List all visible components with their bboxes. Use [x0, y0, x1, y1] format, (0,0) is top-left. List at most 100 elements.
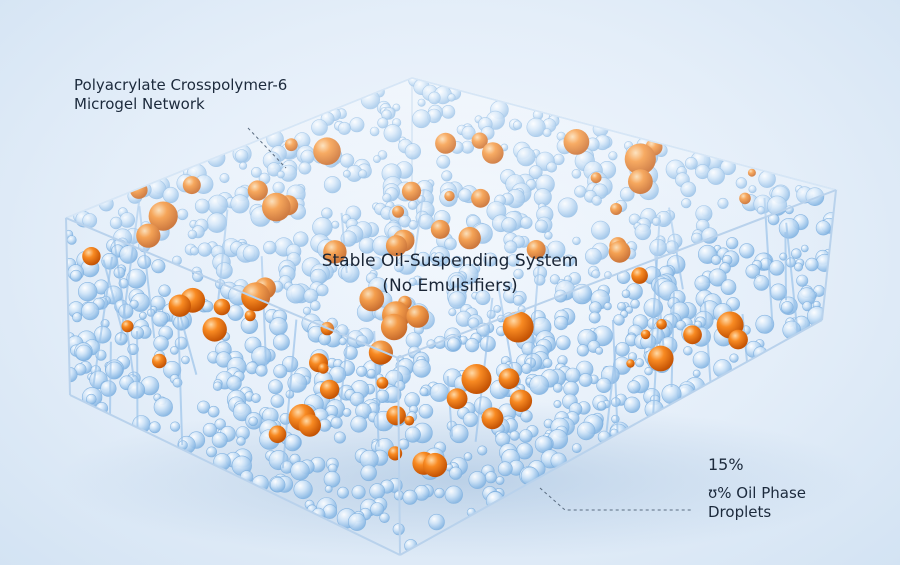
microgel-bead: [429, 383, 449, 402]
microgel-bead: [552, 382, 563, 393]
oil-droplet: [386, 405, 406, 426]
oil-droplet: [244, 310, 256, 322]
microgel-bead: [350, 415, 368, 433]
microgel-bead: [739, 243, 755, 259]
microgel-bead: [793, 262, 803, 272]
oil-droplet: [422, 452, 448, 478]
network-label: Polyacrylate Crosspolymer-6 Microgel Net…: [74, 76, 287, 114]
microgel-bead: [484, 471, 497, 484]
microgel-bead: [720, 279, 737, 296]
microgel-bead: [100, 380, 117, 397]
oil-droplet: [319, 379, 340, 400]
microgel-bead: [565, 367, 581, 384]
oil-droplet: [481, 407, 504, 430]
microgel-bead: [683, 346, 693, 356]
microgel-bead: [434, 487, 445, 499]
microgel-bead: [603, 302, 612, 311]
microgel-bead: [67, 235, 77, 245]
microgel-bead: [815, 220, 831, 236]
microgel-bead: [152, 310, 169, 327]
oil-droplet: [446, 388, 468, 410]
microgel-bead: [553, 315, 569, 331]
microgel-bead: [418, 403, 434, 419]
oil-droplet: [647, 345, 674, 372]
microgel-bead: [710, 254, 722, 266]
microgel-bead: [370, 502, 385, 517]
microgel-bead: [462, 411, 479, 428]
network-label-line2: Microgel Network: [74, 95, 205, 113]
microgel-bead: [351, 485, 366, 500]
microgel-bead: [138, 311, 147, 320]
microgel-bead: [745, 264, 761, 279]
oil-droplet: [626, 359, 635, 368]
network-strut: [113, 238, 135, 378]
network-strut: [446, 376, 454, 437]
microgel-bead: [129, 299, 139, 309]
microgel-bead: [446, 337, 461, 352]
microgel-bead: [805, 257, 819, 272]
microgel-bead: [347, 512, 366, 531]
microgel-bead: [404, 426, 421, 443]
microgel-bead: [790, 248, 802, 259]
microgel-bead: [449, 466, 463, 480]
center-label: Stable Oil-Suspending System (No Emulsif…: [300, 249, 600, 299]
microgel-bead: [273, 364, 288, 379]
microgel-bead: [542, 358, 553, 368]
oil-droplet: [168, 294, 191, 317]
microgel-bead: [270, 394, 285, 408]
microgel-bead: [615, 342, 630, 357]
microgel-bead: [497, 461, 513, 477]
microgel-bead: [468, 471, 487, 489]
microgel-bead: [595, 346, 604, 355]
microgel-bead: [81, 302, 100, 321]
microgel-bead: [621, 289, 631, 299]
network-strut: [102, 259, 124, 334]
network-strut: [339, 328, 350, 402]
microgel-bead: [675, 320, 686, 331]
microgel-bead: [800, 244, 809, 253]
microgel-bead: [576, 344, 590, 357]
microgel-bead: [366, 368, 377, 379]
microgel-bead: [780, 301, 794, 314]
microgel-bead: [72, 312, 83, 323]
microgel-bead: [625, 305, 633, 314]
microgel-bead: [708, 268, 727, 287]
microgel-bead: [323, 470, 341, 488]
microgel-bead: [694, 275, 711, 292]
network-strut: [281, 319, 298, 469]
microgel-bead: [692, 351, 711, 369]
microgel-bead: [268, 379, 283, 395]
microgel-bead: [623, 396, 641, 413]
microgel-bead: [105, 361, 124, 380]
microgel-bead: [578, 373, 593, 387]
microgel-bead: [269, 317, 288, 336]
oil-droplet: [268, 425, 287, 444]
microgel-bead: [449, 424, 469, 444]
microgel-bead: [529, 375, 550, 395]
microgel-bead: [272, 333, 290, 351]
microgel-bead: [553, 400, 562, 409]
microgel-bead: [617, 301, 626, 311]
microgel-bead: [596, 401, 607, 411]
microgel-bead: [613, 314, 625, 326]
oil-droplet: [82, 247, 101, 266]
microgel-bead: [768, 260, 785, 276]
oil-droplet: [728, 329, 748, 350]
microgel-bead: [444, 485, 463, 504]
microgel-bead: [236, 436, 246, 446]
oil-droplet: [388, 446, 403, 461]
microgel-bead: [477, 445, 488, 456]
microgel-bead: [428, 513, 445, 531]
microgel-bead: [588, 311, 601, 324]
oil-droplet: [152, 353, 167, 369]
network-strut: [178, 312, 198, 375]
microgel-bead: [356, 365, 368, 377]
oil-label-line1: ʊ% Oil Phase: [708, 484, 806, 502]
oil-droplet: [502, 311, 534, 343]
microgel-bead: [755, 314, 775, 334]
microgel-bead: [170, 421, 181, 432]
microgel-bead: [226, 375, 242, 391]
microgel-bead: [70, 269, 82, 282]
microgel-bead: [802, 301, 813, 312]
network-strut: [605, 345, 618, 432]
